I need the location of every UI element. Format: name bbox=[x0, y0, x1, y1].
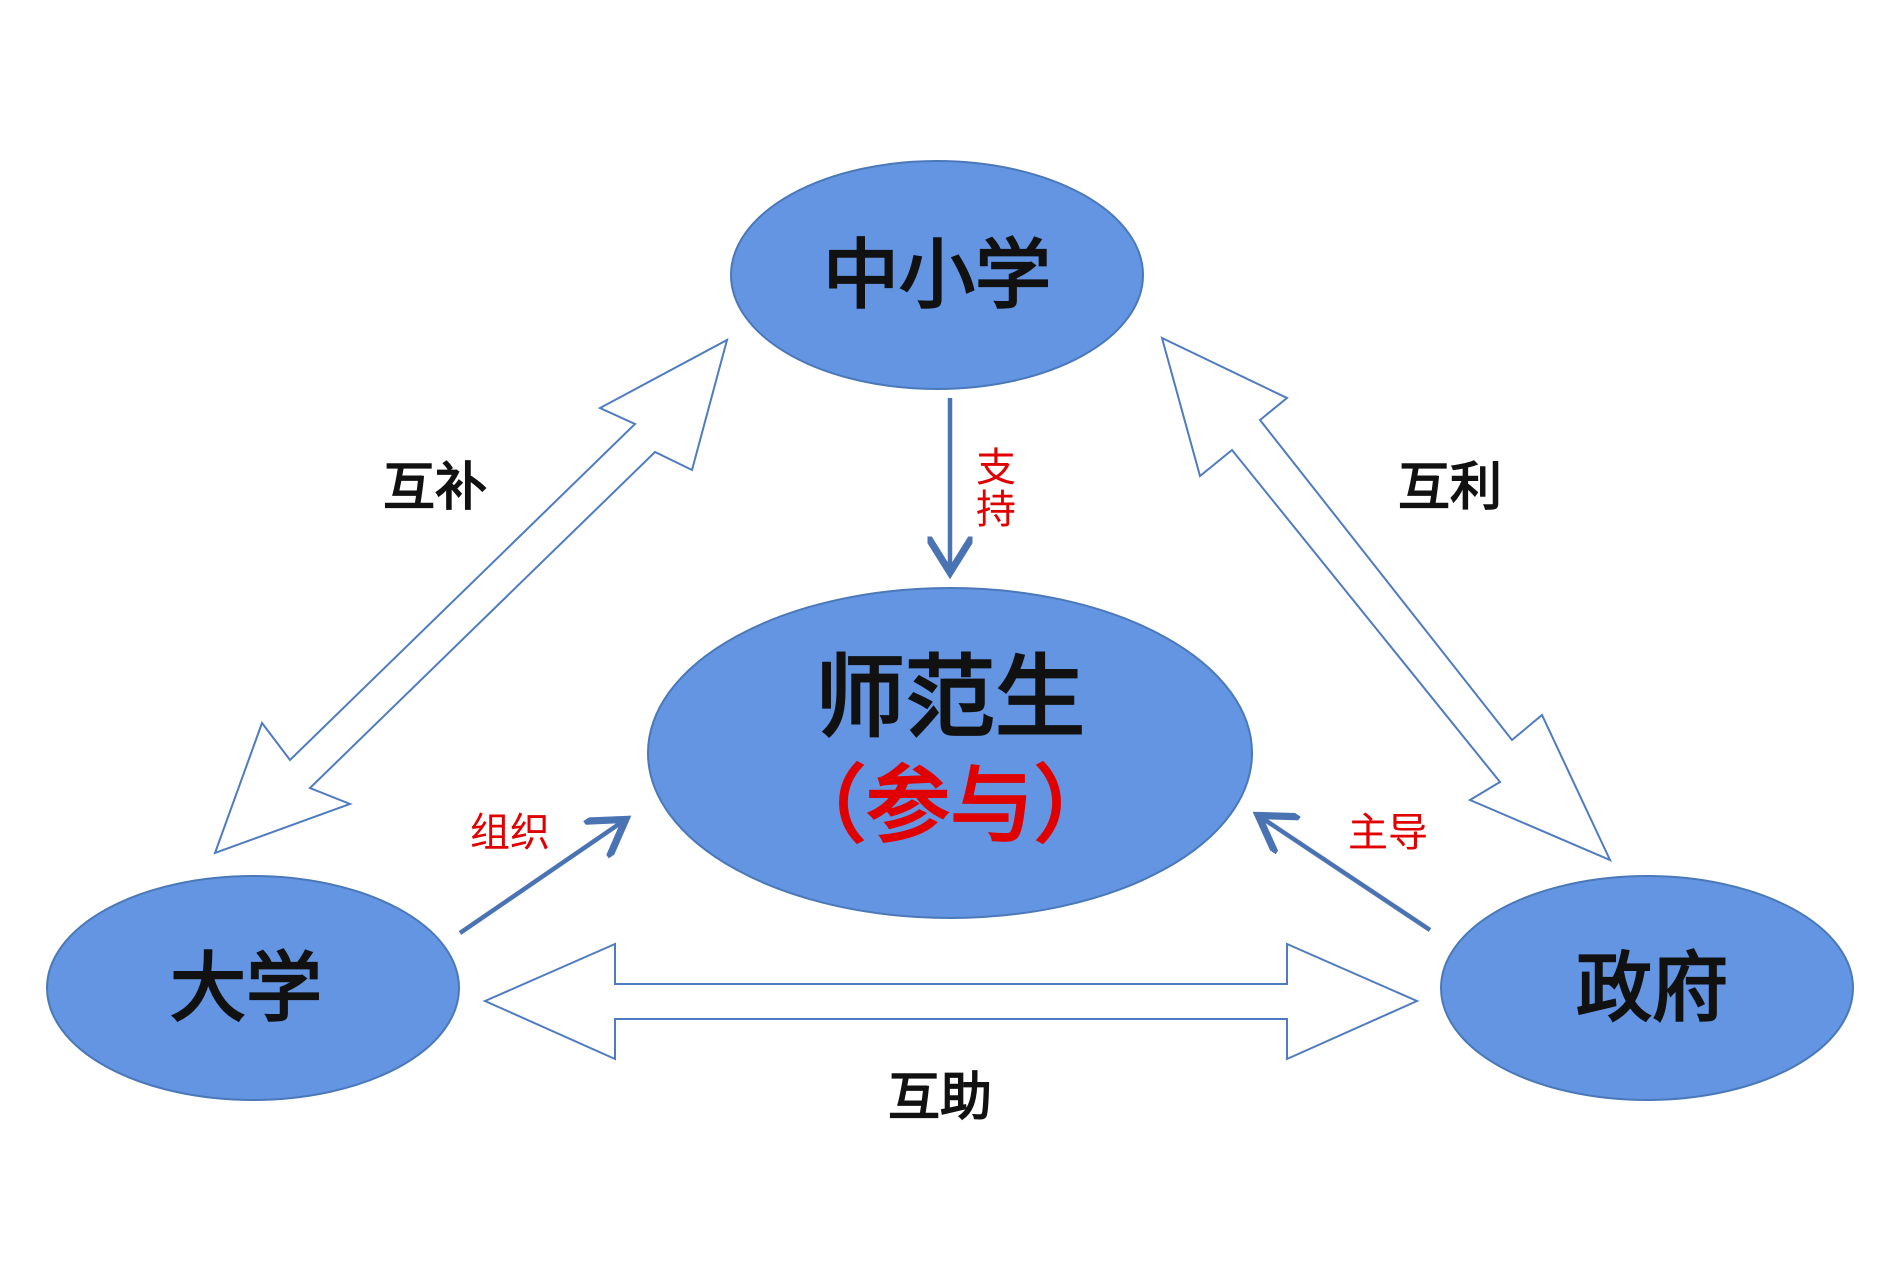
label-government: 政府 bbox=[1576, 944, 1728, 1033]
node-normal-student bbox=[647, 587, 1253, 919]
double-arrow-left-top bbox=[213, 338, 729, 855]
label-primary-secondary-school: 中小学 bbox=[823, 231, 1051, 320]
action-organize: 组织 bbox=[470, 810, 550, 856]
label-participation: （参与） bbox=[782, 756, 1118, 855]
node-primary-secondary-school bbox=[730, 160, 1144, 390]
arrow-left-to-center bbox=[458, 822, 622, 935]
action-support-line2: 持 bbox=[976, 487, 1016, 533]
double-arrow-top-right bbox=[1160, 336, 1613, 862]
node-government bbox=[1440, 875, 1854, 1101]
double-arrow-left-right bbox=[482, 942, 1420, 1061]
arrow-right-to-center bbox=[1262, 818, 1432, 932]
action-lead: 主导 bbox=[1348, 810, 1428, 856]
label-normal-student: 师范生 bbox=[815, 646, 1085, 751]
relation-complementary: 互补 bbox=[383, 458, 487, 518]
label-university: 大学 bbox=[170, 944, 322, 1033]
action-support-line1: 支 bbox=[976, 445, 1016, 491]
relation-mutual-benefit: 互利 bbox=[1398, 458, 1502, 518]
node-university bbox=[46, 875, 460, 1101]
relation-mutual-help: 互助 bbox=[888, 1068, 992, 1128]
